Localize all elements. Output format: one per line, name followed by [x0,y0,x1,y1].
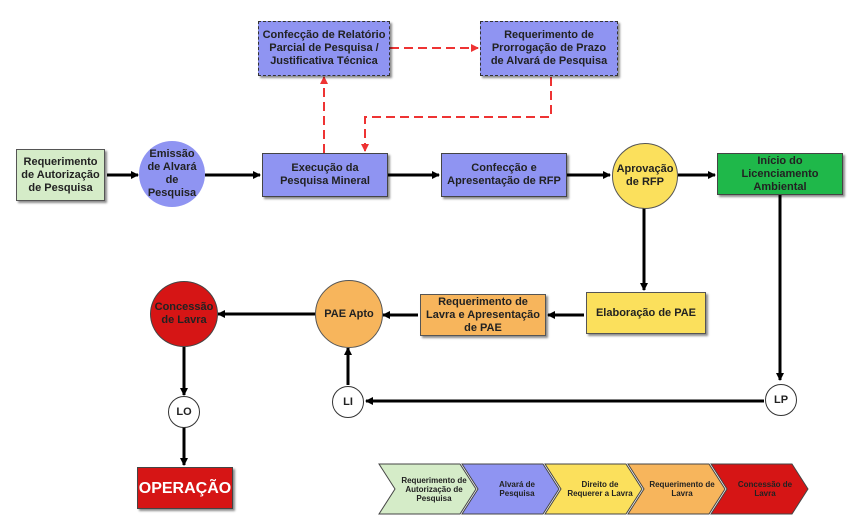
node-pae-apto-label: PAE Apto [324,307,374,320]
node-concessao-lavra-label: Concessão de Lavra [154,301,214,326]
node-aprovacao-rfp-label: Aprovação de RFP [616,163,674,188]
node-requerimento-lavra-label: Requerimento de Lavra e Apresentação de … [426,295,540,334]
node-li-label: LI [343,395,353,408]
node-execucao-pesquisa-label: Execução da Pesquisa Mineral [280,162,370,187]
legend-label-4: Concessão de Lavra [737,480,793,498]
node-operacao: OPERAÇÃO [137,467,233,509]
legend-shape-4 [710,463,809,515]
node-lo: LO [168,396,200,428]
legend-shape-3 [627,463,726,515]
node-concessao-lavra: Concessão de Lavra [150,281,218,347]
node-li: LI [332,386,364,418]
node-licenciamento: Início do Licenciamento Ambiental [717,153,843,195]
legend-label-2: Direito de Requerer a Lavra [567,480,633,498]
node-prorrogacao-label: Requerimento de Prorrogação de Prazo de … [490,29,608,67]
legend-label-0: Requerimento de Autorização de Pesquisa [401,475,467,503]
node-requerimento-autorizacao: Requerimento de Autorização de Pesquisa [16,149,105,201]
node-emissao-alvara: Emissão de Alvará de Pesquisa [139,141,205,207]
legend-label-1: Alvará de Pesquisa [498,480,536,498]
legend-shape-0 [378,463,477,515]
node-elaboracao-pae: Elaboração de PAE [586,292,706,334]
node-pae-apto: PAE Apto [315,280,383,348]
node-requerimento-autorizacao-label: Requerimento de Autorização de Pesquisa [21,155,100,194]
node-confeccao-rfp: Confecção e Apresentação de RFP [441,153,567,197]
node-operacao-label: OPERAÇÃO [138,479,232,497]
node-execucao-pesquisa: Execução da Pesquisa Mineral [262,153,388,197]
node-licenciamento-label: Início do Licenciamento Ambiental [741,154,819,193]
node-aprovacao-rfp: Aprovação de RFP [612,143,678,209]
node-relatorio-parcial-label: Confecção de Relatório Parcial de Pesqui… [262,29,386,67]
node-prorrogacao: Requerimento de Prorrogação de Prazo de … [480,21,618,76]
node-requerimento-lavra: Requerimento de Lavra e Apresentação de … [420,294,546,336]
node-elaboracao-pae-label: Elaboração de PAE [595,306,697,319]
node-emissao-alvara-label: Emissão de Alvará de Pesquisa [147,148,197,199]
node-lo-label: LO [176,405,192,418]
node-relatorio-parcial: Confecção de Relatório Parcial de Pesqui… [258,21,390,76]
node-confeccao-rfp-label: Confecção e Apresentação de RFP [447,162,561,187]
node-lp: LP [765,384,797,416]
legend-label-3: Requerimento de Lavra [649,480,715,498]
dashed-prorrogacao-to-execucao [361,77,552,152]
node-lp-label: LP [773,393,789,406]
legend-shape-2 [544,463,643,515]
legend-shape-1 [461,463,560,515]
